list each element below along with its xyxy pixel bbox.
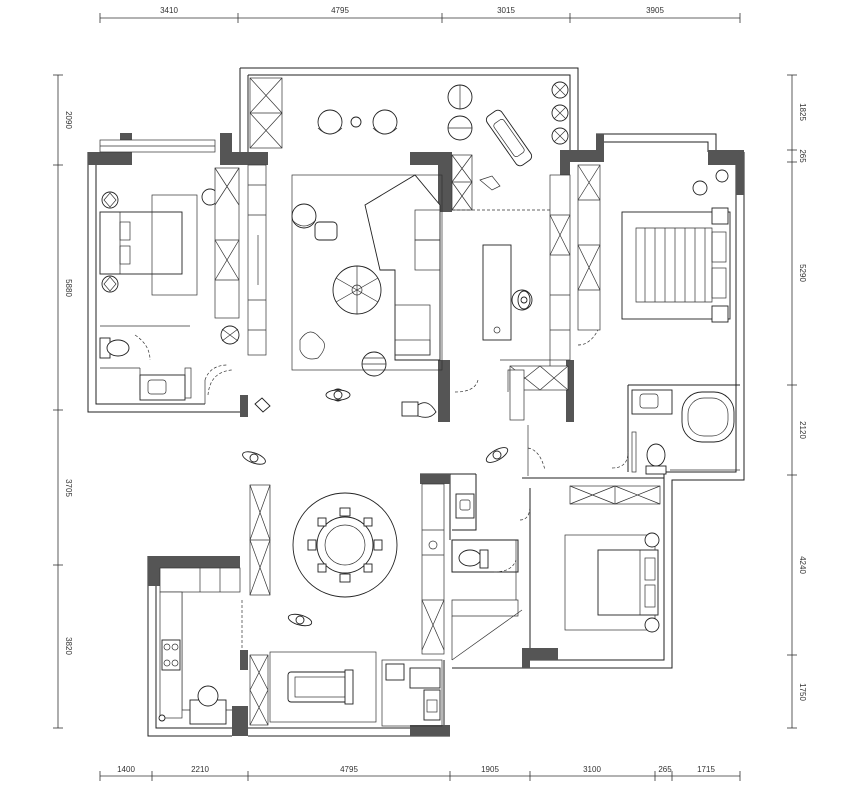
dim-left-1: 2090 <box>64 111 73 129</box>
coffee-table-round <box>332 265 382 315</box>
dimension-left: 2090 5880 3705 3820 <box>53 74 73 729</box>
entry-cabinet <box>401 401 419 417</box>
kitchen <box>158 567 243 725</box>
bathroom-bottom-center <box>381 659 443 727</box>
bedroom-left <box>99 139 267 356</box>
nightstand-lamp-left-bottom <box>101 275 119 293</box>
toilet-master <box>645 443 667 475</box>
top-balcony <box>249 77 569 167</box>
dim-right-6: 1750 <box>798 683 807 701</box>
person-figures <box>242 290 531 627</box>
gym-cabinet-left <box>249 654 269 726</box>
living-room <box>291 174 443 377</box>
dim-bottom-5: 3100 <box>583 765 601 774</box>
dim-right-4: 2120 <box>798 421 807 439</box>
wardrobe-master <box>577 164 601 331</box>
rug-animal <box>299 331 325 360</box>
dining-table-round <box>292 492 398 598</box>
desk <box>482 244 512 341</box>
wardrobe-left-2 <box>247 164 267 356</box>
dim-bottom-2: 2210 <box>191 765 209 774</box>
nightstand-lamp-left-top <box>101 191 119 209</box>
sink-left <box>139 374 186 401</box>
dining <box>249 483 445 655</box>
sink-center <box>455 493 475 519</box>
person-figure-5 <box>517 290 531 310</box>
kitchen-sink <box>189 685 227 725</box>
bathroom-center <box>450 473 531 661</box>
bathtub <box>681 391 735 443</box>
balcony-stools <box>447 84 473 141</box>
dim-bottom-6: 265 <box>658 765 672 774</box>
dim-right-3: 5290 <box>798 264 807 282</box>
massage-chair <box>485 109 533 167</box>
wall-outlines <box>87 67 745 737</box>
bathroom-left <box>99 334 229 404</box>
lounge-chair-left <box>317 109 398 135</box>
round-table-master <box>692 180 708 196</box>
dimension-top: 3410 4795 3015 3905 <box>99 6 741 23</box>
dim-top-1: 3410 <box>160 6 178 15</box>
nightstand-master-top <box>711 207 729 225</box>
toilet-left <box>99 337 130 359</box>
wall-piers <box>88 133 744 736</box>
wardrobe-bottom-right <box>569 485 661 505</box>
sink-master <box>631 389 673 415</box>
person-figure-3 <box>485 447 509 463</box>
bedroom-bottom-right <box>522 425 664 648</box>
dining-cabinet-right <box>421 483 445 655</box>
dim-right-5: 4240 <box>798 556 807 574</box>
dim-right-1: 1825 <box>798 103 807 121</box>
person-figure-4 <box>287 613 313 627</box>
gym-area <box>249 651 377 726</box>
balcony-cabinet-left <box>249 77 283 149</box>
master-bath <box>611 384 740 475</box>
lamp-bottom-right-top <box>644 532 660 548</box>
dining-cabinet-left <box>249 484 271 596</box>
dog-figure <box>479 175 501 191</box>
dim-left-4: 3820 <box>64 637 73 655</box>
dim-top-3: 3015 <box>497 6 515 15</box>
dim-bottom-1: 1400 <box>117 765 135 774</box>
dim-bottom-4: 1905 <box>481 765 499 774</box>
person-figure-2 <box>242 451 266 465</box>
dimension-bottom: 1400 2210 4795 1905 3100 265 1715 <box>99 765 741 781</box>
dim-left-2: 5880 <box>64 279 73 297</box>
toilet-center <box>458 549 489 569</box>
dim-top-4: 3905 <box>646 6 664 15</box>
bed-master <box>621 211 731 320</box>
person-figure-1 <box>325 388 351 402</box>
bed-bottom-right <box>564 534 659 631</box>
dim-right-2: 265 <box>798 149 807 163</box>
study <box>451 154 571 421</box>
nightstand-master-bottom <box>711 305 729 323</box>
treadmill <box>287 669 354 705</box>
entry-area <box>207 369 437 418</box>
balcony-plants <box>551 81 569 145</box>
entry-ornament <box>254 397 271 413</box>
dim-bottom-3: 4795 <box>340 765 358 774</box>
master-bedroom <box>577 164 731 346</box>
study-cabinet-right <box>549 174 571 361</box>
dimension-right: 1825 265 5290 2120 4240 1750 <box>787 74 807 729</box>
wardrobe-left <box>214 167 240 319</box>
armchair-living <box>291 203 338 241</box>
dim-left-3: 3705 <box>64 479 73 497</box>
dim-bottom-7: 1715 <box>697 765 715 774</box>
lamp-bottom-right-bottom <box>644 617 660 633</box>
bed-left <box>99 194 198 296</box>
cooktop <box>161 639 181 671</box>
study-cabinet <box>451 154 473 211</box>
dim-top-2: 4795 <box>331 6 349 15</box>
sofa-l-shape <box>364 174 441 361</box>
